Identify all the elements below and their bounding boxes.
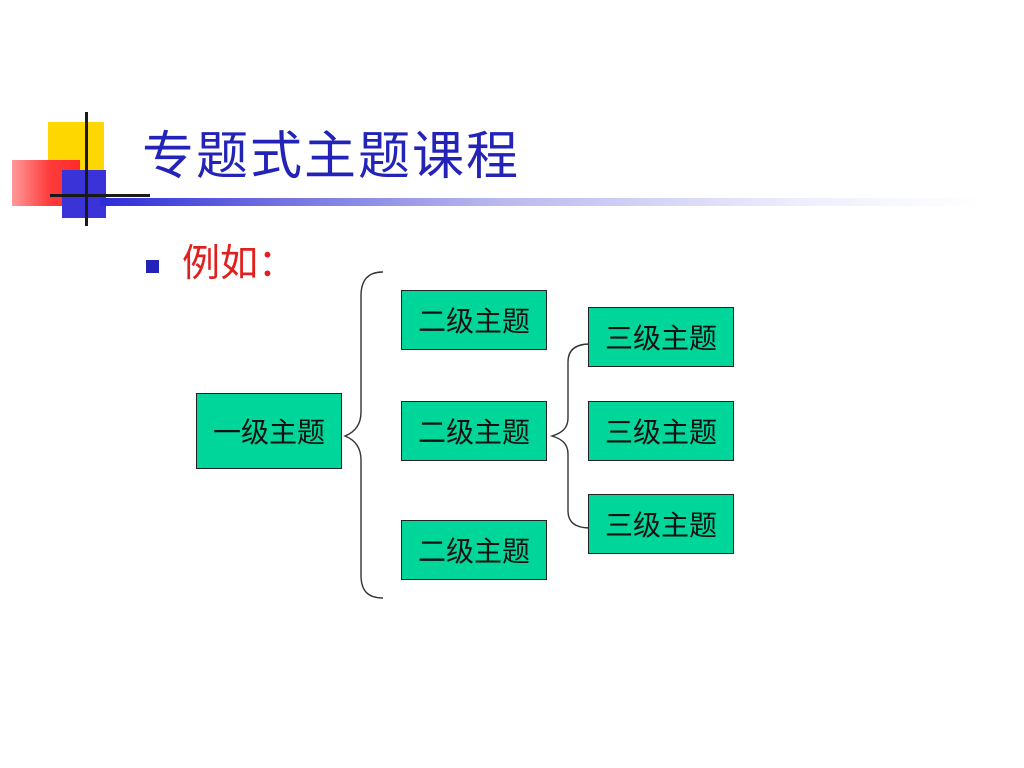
decor-vertical-line <box>85 112 88 226</box>
level3-node: 三级主题 <box>588 401 734 461</box>
title-underline-gradient <box>100 198 980 206</box>
bullet-text: 例如： <box>182 241 297 285</box>
level2-node: 二级主题 <box>401 401 547 461</box>
decor-horizontal-line <box>50 194 150 197</box>
bullet-square-icon <box>146 260 159 273</box>
level2-node: 二级主题 <box>401 290 547 350</box>
level2-node: 二级主题 <box>401 520 547 580</box>
level3-node: 三级主题 <box>588 494 734 554</box>
brace-level2 <box>549 343 591 529</box>
root-node: 一级主题 <box>196 393 342 469</box>
slide-title: 专题式主题课程 <box>142 127 521 187</box>
level3-node: 三级主题 <box>588 307 734 367</box>
brace-root <box>343 271 384 599</box>
